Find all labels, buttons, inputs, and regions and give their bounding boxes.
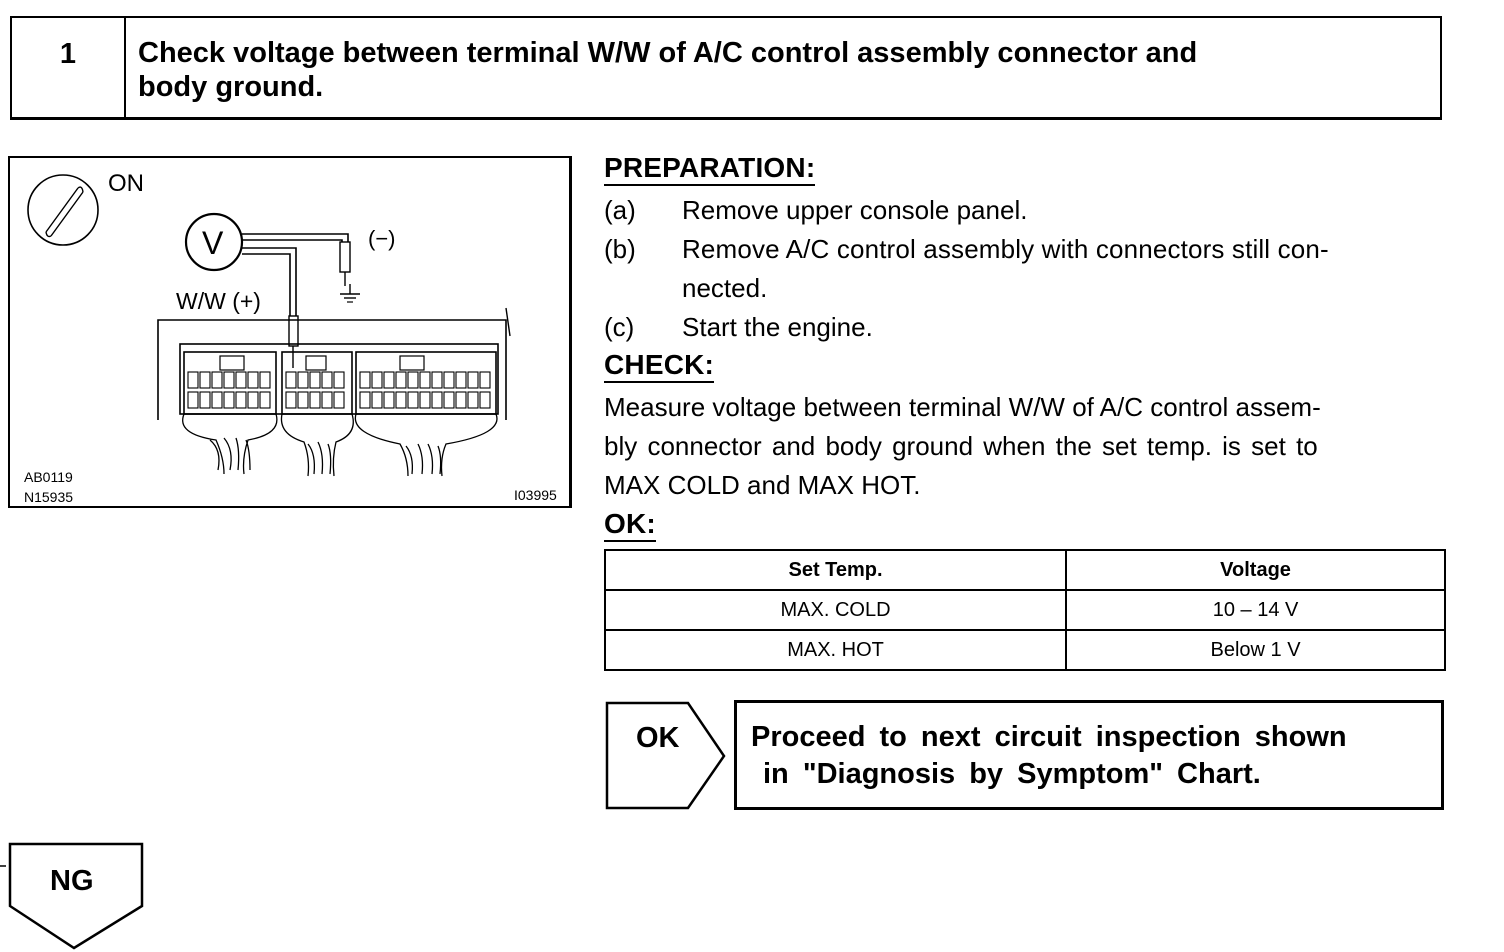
check-line-1: Measure voltage between terminal W/W of … [604, 392, 1321, 422]
ok-heading: OK: [604, 508, 656, 542]
ok-arrow-shape [605, 701, 726, 810]
prep-step-text-cont: nected. [682, 273, 768, 303]
prep-step-text: Remove upper console panel. [682, 195, 1028, 225]
prep-step-label: (b) [604, 234, 636, 264]
table-cell: MAX. COLD [603, 589, 1068, 631]
negative-lead-label: (−) [368, 226, 396, 251]
check-body: Measure voltage between terminal W/W of … [604, 388, 1446, 505]
preparation-heading: PREPARATION: [604, 152, 816, 186]
step-number: 1 [12, 18, 126, 117]
figure-code-2: N15935 [24, 489, 73, 505]
ok-result-line-1: Proceed to next circuit inspection shown [751, 721, 1347, 753]
table-cell: 10 – 14 V [1065, 589, 1446, 631]
prep-step-label: (a) [604, 195, 636, 225]
ok-result-box: Proceed to next circuit inspection shown… [734, 700, 1444, 810]
step-title: Check voltage between terminal W/W of A/… [126, 18, 1440, 117]
step-title-line-1: Check voltage between terminal W/W of A/… [138, 37, 1198, 69]
figure-code-3: I03995 [514, 487, 557, 503]
ok-result-line-2: in "Diagnosis by Symptom" Chart. [763, 758, 1261, 790]
ng-arrow-shape [0, 842, 144, 950]
ignition-on-label: ON [108, 170, 144, 197]
check-heading: CHECK: [604, 349, 715, 383]
figure-code-1: AB0119 [24, 469, 73, 485]
prep-step-text: Remove A/C control assembly with connect… [682, 234, 1329, 264]
table-cell: Below 1 V [1065, 629, 1446, 671]
prep-step-text: Start the engine. [682, 312, 873, 342]
step-title-line-2: body ground. [138, 71, 324, 103]
connector-icon [157, 307, 511, 477]
ground-symbol-icon [340, 284, 360, 303]
wiring-diagram: ON V (−) W/W (+) [24, 170, 557, 505]
prep-step-label: (c) [604, 312, 635, 342]
table-cell: MAX. HOT [603, 629, 1068, 671]
voltmeter-label: V [202, 225, 224, 261]
table-header-row: Set Temp. Voltage [603, 549, 1446, 591]
check-line-2: bly connector and body ground when the s… [604, 431, 1318, 461]
voltmeter-icon: V [184, 212, 244, 272]
ignition-key-icon [27, 174, 99, 246]
terminal-label: W/W (+) [176, 288, 261, 314]
ok-spec-table: Set Temp. Voltage MAX. COLD 10 – 14 V MA… [603, 549, 1446, 671]
ok-result-label: OK [636, 722, 680, 754]
step-header: 1 Check voltage between terminal W/W of … [10, 16, 1442, 120]
table-header-voltage: Voltage [1065, 549, 1446, 591]
ng-result-label: NG [50, 865, 94, 897]
table-row: MAX. HOT Below 1 V [603, 629, 1446, 671]
table-row: MAX. COLD 10 – 14 V [603, 589, 1446, 631]
check-line-3: MAX COLD and MAX HOT. [604, 470, 921, 500]
wiring-figure: ON V (−) W/W (+) [8, 156, 572, 508]
table-header-set-temp: Set Temp. [603, 549, 1068, 591]
